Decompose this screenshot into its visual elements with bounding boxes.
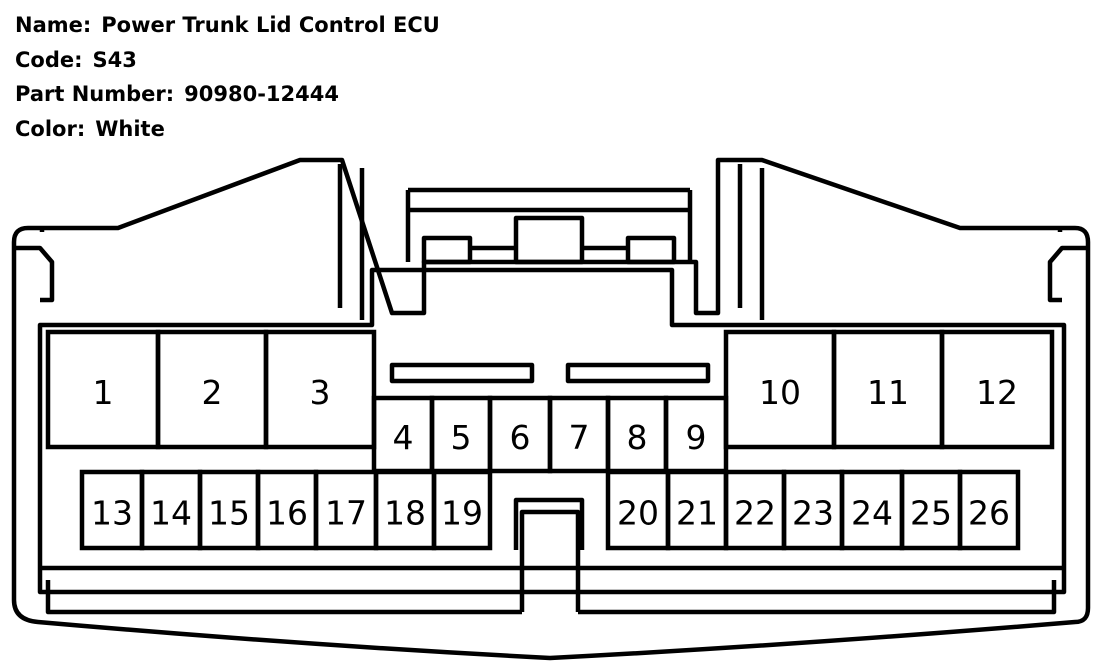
pin-number: 25	[910, 494, 952, 533]
connector-info: Name: Power Trunk Lid Control ECU Code: S4…	[15, 8, 440, 146]
pin-cavity: 12	[939, 329, 1055, 450]
pin-cavity: 14	[139, 469, 203, 551]
pin-number: 5	[451, 418, 472, 457]
pin-cavity: 11	[831, 329, 945, 450]
pin-cavity: 26	[957, 469, 1021, 551]
pin-number: 2	[202, 373, 223, 412]
pin-cavity: 22	[723, 469, 787, 551]
name-row: Name: Power Trunk Lid Control ECU	[15, 8, 440, 43]
pin-number: 26	[968, 494, 1010, 533]
pin-cavity: 21	[665, 469, 729, 551]
pin-box	[431, 469, 493, 551]
pin-number: 11	[867, 373, 909, 412]
pin-number: 13	[91, 494, 133, 533]
pin-cavity: 20	[605, 469, 671, 551]
pin-number: 19	[441, 494, 483, 533]
pin-cavity: 19	[431, 469, 493, 551]
pin-number: 14	[150, 494, 192, 533]
pin-number: 1	[93, 373, 114, 412]
pin-number: 15	[208, 494, 250, 533]
pin-cavity: 25	[899, 469, 963, 551]
name-label: Name:	[15, 13, 92, 37]
part-number-row: Part Number: 90980-12444	[15, 77, 440, 112]
pin-number: 20	[617, 494, 659, 533]
pin-cavity: 8	[605, 395, 669, 474]
part-number-label: Part Number:	[15, 82, 175, 106]
code-row: Code: S43	[15, 43, 440, 78]
color-label: Color:	[15, 116, 86, 141]
pin-number: 3	[310, 373, 331, 412]
color-value: White	[95, 116, 165, 141]
pin-number: 9	[686, 418, 707, 457]
pin-cavity: 13	[79, 469, 145, 551]
pin-number: 24	[851, 494, 893, 533]
pin-number: 18	[384, 494, 426, 533]
pin-cavity: 23	[781, 469, 845, 551]
color-row: Color: White	[15, 112, 440, 147]
pin-number: 16	[266, 494, 308, 533]
pin-cavity: 1	[45, 329, 161, 450]
pin-cavity: 24	[839, 469, 905, 551]
pin-number: 22	[734, 494, 776, 533]
pin-number: 7	[569, 418, 590, 457]
pin-cavity: 9	[663, 395, 729, 474]
pin-box	[939, 329, 1055, 450]
pin-number: 10	[759, 373, 801, 412]
pin-number: 21	[676, 494, 718, 533]
pin-cavity: 4	[371, 395, 435, 474]
code-value: S43	[92, 47, 137, 72]
part-number-value: 90980-12444	[184, 82, 339, 106]
pin-number: 4	[393, 418, 414, 457]
pin-cavity: 17	[313, 469, 379, 551]
connector-housing	[11, 157, 1091, 661]
pin-cavity: 16	[255, 469, 319, 551]
pin-cavity: 6	[487, 395, 553, 474]
pin-number: 8	[627, 418, 648, 457]
pin-cavity: 10	[723, 329, 837, 450]
pin-cavity: 15	[197, 469, 261, 551]
pin-cavity: 18	[373, 469, 437, 551]
pin-number: 23	[792, 494, 834, 533]
pin-box	[957, 469, 1021, 551]
code-label: Code:	[15, 47, 83, 72]
pin-number: 12	[976, 373, 1018, 412]
pin-box	[263, 329, 377, 450]
pin-cavity: 7	[547, 395, 611, 474]
pin-cavity: 3	[263, 329, 377, 450]
pin-number: 6	[510, 418, 531, 457]
pin-cavity: 5	[429, 395, 493, 474]
pin-cavity: 2	[155, 329, 269, 450]
name-value: Power Trunk Lid Control ECU	[101, 13, 440, 37]
pin-number: 17	[325, 494, 367, 533]
